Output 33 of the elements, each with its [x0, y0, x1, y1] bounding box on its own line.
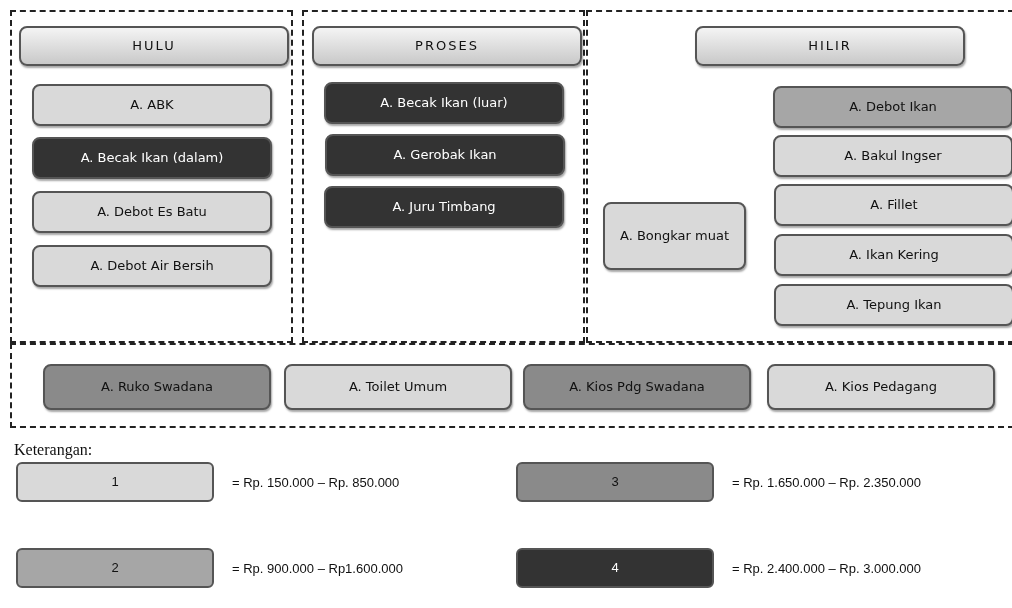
- category-box: A. Juru Timbang: [324, 186, 564, 228]
- legend-swatch: 2: [16, 548, 214, 588]
- category-box: A. Debot Ikan: [773, 86, 1012, 128]
- header-box: HULU: [19, 26, 289, 66]
- category-box: A. Bongkar muat: [603, 202, 746, 270]
- legend-text: = Rp. 150.000 – Rp. 850.000: [232, 474, 400, 492]
- category-box: A. Kios Pdg Swadana: [523, 364, 751, 410]
- header-box: HILIR: [695, 26, 965, 66]
- dashed-region: [586, 10, 1012, 343]
- legend-swatch: 1: [16, 462, 214, 502]
- category-box: A. Ikan Kering: [774, 234, 1012, 276]
- category-box: A. Ruko Swadana: [43, 364, 271, 410]
- dashed-region: [302, 10, 585, 343]
- category-box: A. Bakul Ingser: [773, 135, 1012, 177]
- dashed-region: [10, 10, 293, 343]
- legend-swatch: 3: [516, 462, 714, 502]
- header-box: PROSES: [312, 26, 582, 66]
- legend-text: = Rp. 1.650.000 – Rp. 2.350.000: [732, 474, 921, 492]
- category-box: A. ABK: [32, 84, 272, 126]
- legend-text: = Rp. 900.000 – Rp1.600.000: [232, 560, 403, 578]
- dashed-region: [10, 343, 1012, 428]
- category-box: A. Toilet Umum: [284, 364, 512, 410]
- category-box: A. Becak Ikan (luar): [324, 82, 564, 124]
- category-box: A. Becak Ikan (dalam): [32, 137, 272, 179]
- category-box: A. Debot Es Batu: [32, 191, 272, 233]
- category-box: A. Debot Air Bersih: [32, 245, 272, 287]
- legend-title: Keterangan:: [14, 440, 93, 461]
- category-box: A. Tepung Ikan: [774, 284, 1012, 326]
- legend-swatch: 4: [516, 548, 714, 588]
- category-box: A. Gerobak Ikan: [325, 134, 565, 176]
- category-box: A. Kios Pedagang: [767, 364, 995, 410]
- category-box: A. Fillet: [774, 184, 1012, 226]
- legend-text: = Rp. 2.400.000 – Rp. 3.000.000: [732, 560, 921, 578]
